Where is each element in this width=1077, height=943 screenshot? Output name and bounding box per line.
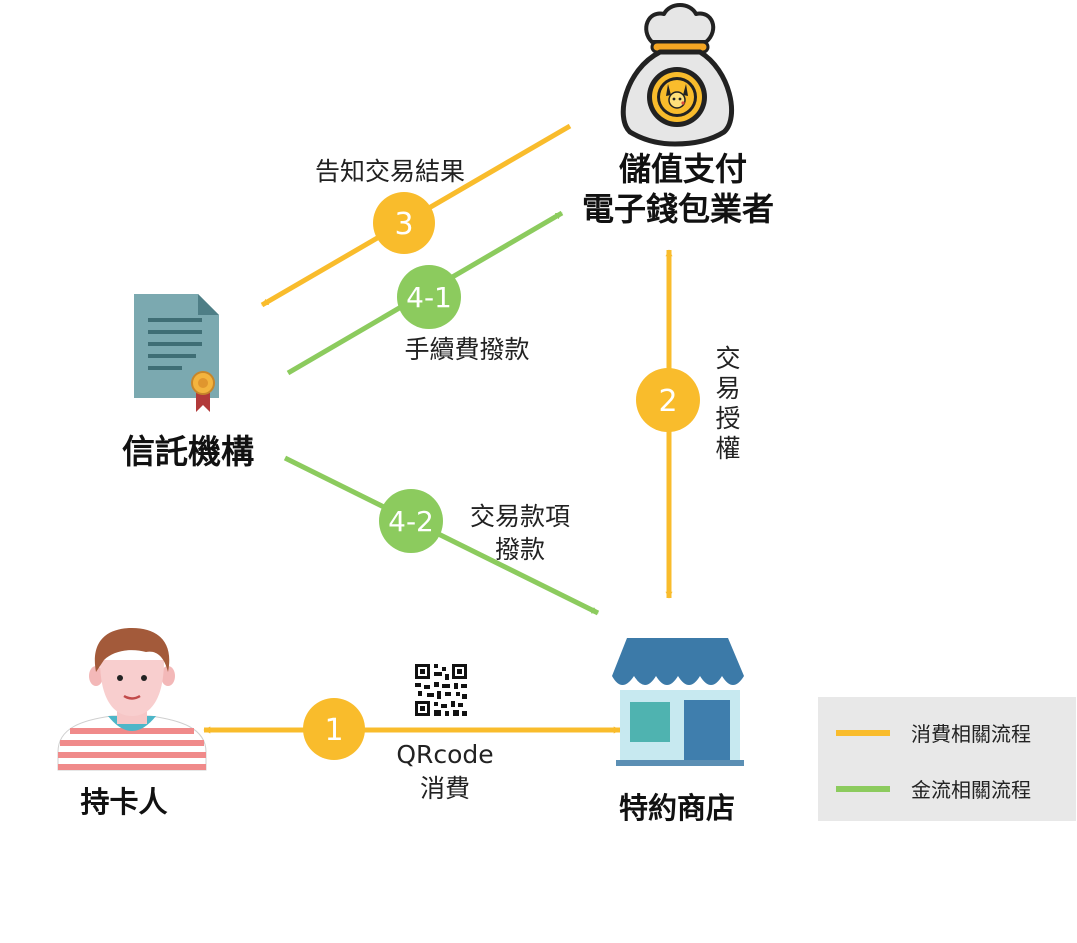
step-number-1: 1: [324, 713, 343, 748]
storefront-icon: [612, 638, 744, 766]
legend-label-consumption: 消費相關流程: [911, 722, 1031, 746]
ewallet-label-line1: 儲值支付: [619, 150, 747, 188]
ewallet-label-line2: 電子錢包業者: [582, 190, 774, 228]
qr-code-icon: [415, 664, 467, 716]
flow-line-step4-2: [283, 455, 600, 616]
step-badge-2: 2: [636, 368, 700, 432]
legend: 消費相關流程 金流相關流程: [818, 697, 1076, 821]
flow-label-step4-1: 手續費撥款: [404, 335, 529, 364]
flow-label-step2-char4: 權: [715, 434, 740, 463]
flow-label-step2-char2: 易: [715, 374, 740, 403]
cardholder-label: 持卡人: [80, 785, 167, 819]
trust-label: 信託機構: [122, 432, 254, 471]
flow-label-step2-char3: 授: [715, 404, 740, 433]
certificate-document-icon: [134, 294, 219, 412]
flow-label-step3: 告知交易結果: [315, 157, 465, 186]
legend-background: [818, 697, 1076, 821]
step-number-4-2: 4-2: [388, 505, 434, 538]
flow-label-step1-line1: QRcode: [396, 740, 493, 769]
flow-label-step2-char1: 交: [715, 344, 740, 373]
flow-label-step4-2-line2: 撥款: [495, 535, 545, 564]
flow-label-step4-2-line1: 交易款項: [470, 502, 570, 531]
step-badge-3: 3: [373, 192, 435, 254]
legend-label-money: 金流相關流程: [911, 778, 1031, 802]
merchant-label: 特約商店: [619, 791, 735, 825]
step-badge-1: 1: [303, 698, 365, 760]
person-avatar-icon: [57, 628, 207, 771]
step-number-3: 3: [394, 207, 413, 242]
step-badge-4-2: 4-2: [379, 489, 443, 553]
money-bag-icon: [620, 3, 734, 147]
flow-label-step1-line2: 消費: [420, 774, 470, 803]
step-badge-4-1: 4-1: [397, 265, 461, 329]
step-number-4-1: 4-1: [406, 281, 452, 314]
step-number-2: 2: [658, 384, 677, 419]
